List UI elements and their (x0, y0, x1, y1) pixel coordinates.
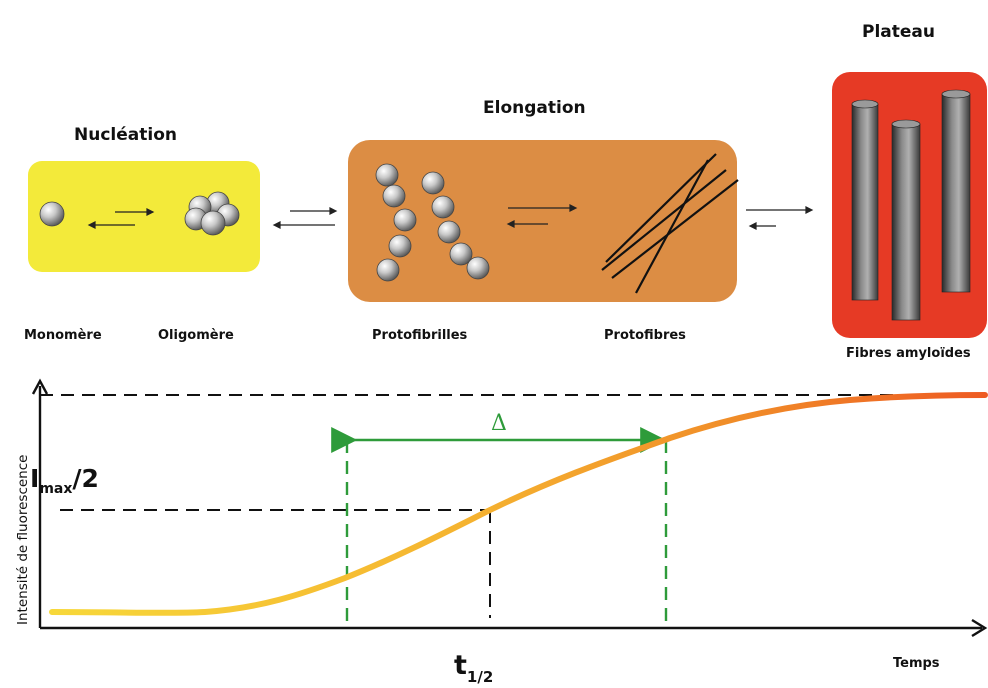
protofibres-label: Protofibres (604, 328, 686, 343)
monomer-sphere (39, 201, 65, 227)
nucleation-stage: Nucléation (28, 125, 260, 272)
elongation-title: Elongation (483, 98, 586, 118)
sigmoid-fluorescence-curve (49, 392, 988, 616)
protofibrils-label: Protofibrilles (372, 328, 468, 343)
amyloid-fibre-pillar-1 (851, 99, 879, 301)
protofibres-lines (601, 153, 739, 294)
amyloid-fibre-pillar-3 (941, 89, 971, 293)
protofibril-chain-1 (375, 163, 417, 282)
nucleation-title: Nucléation (74, 125, 177, 145)
amyloid-fibre-pillar-2 (891, 119, 921, 321)
x-axis-arrowhead (971, 618, 988, 638)
elongation-box (348, 140, 737, 302)
imax-half-label: Imax/2 (30, 464, 99, 497)
nucleation-box (28, 161, 260, 272)
elongation-plateau-arrows (746, 206, 814, 230)
amyloid-fibres-label: Fibres amyloïdes (846, 346, 971, 361)
protofibril-chain-2 (421, 171, 490, 280)
nucleation-equilibrium-arrows (87, 208, 155, 229)
delta-label: Δ (491, 411, 507, 436)
x-axis-label: Temps (893, 656, 940, 671)
plateau-stage: Plateau Fibres amyloïdes (832, 22, 987, 361)
elongation-equilibrium-arrows (506, 204, 578, 228)
monomer-label: Monomère (24, 328, 102, 343)
oligomer-cluster (184, 191, 240, 236)
elongation-stage: Elongation (348, 98, 739, 302)
kinetics-graph: Intensité de fluorescence Temps Δ Imax/2… (15, 378, 988, 686)
nucleation-elongation-arrows (272, 207, 338, 229)
thalf-label: t1/2 (454, 650, 493, 686)
y-axis-label: Intensité de fluorescence (15, 455, 31, 625)
oligomer-label: Oligomère (158, 328, 234, 343)
plateau-title: Plateau (862, 22, 935, 42)
y-axis-arrowhead (31, 378, 49, 395)
